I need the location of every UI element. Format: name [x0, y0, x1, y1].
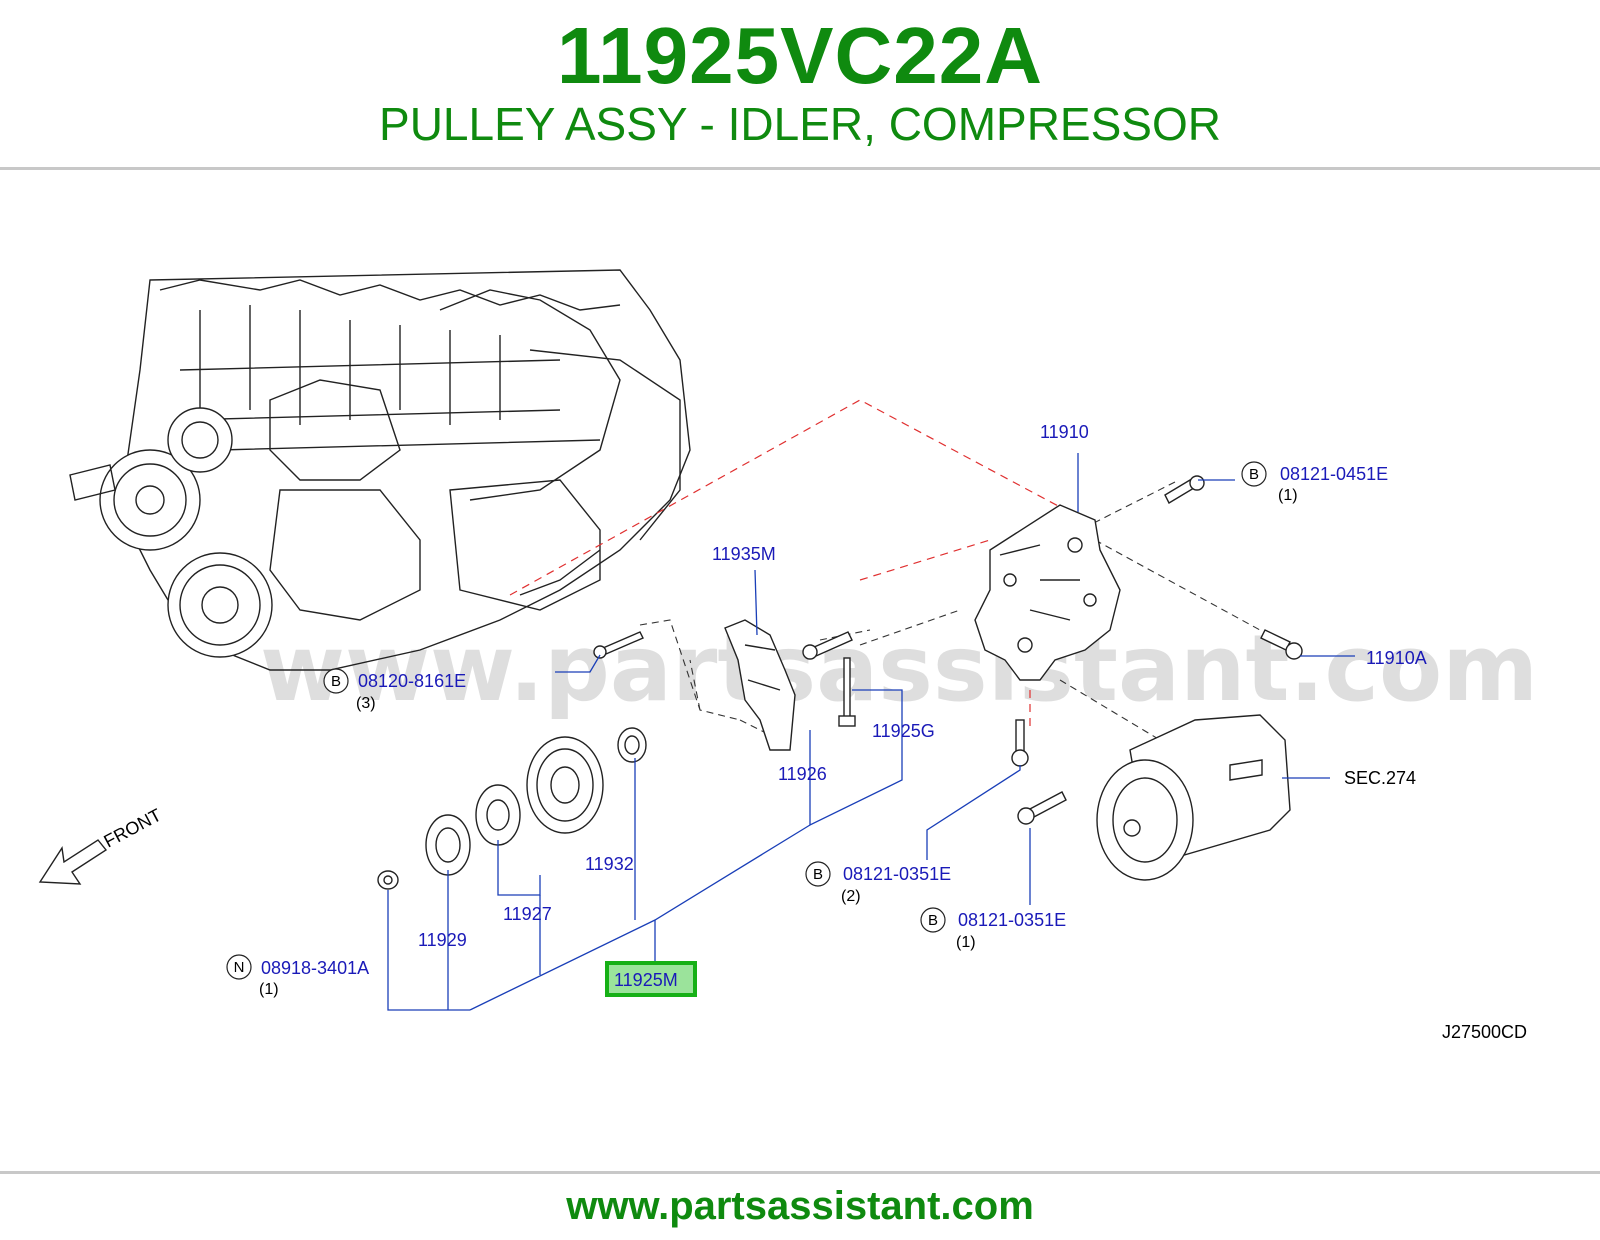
page-header: 11925VC22A PULLEY ASSY - IDLER, COMPRESS…: [0, 0, 1600, 170]
badge-letter: N: [234, 959, 245, 976]
callout-11926[interactable]: 11926: [778, 764, 827, 784]
idler-bracket: [724, 619, 796, 751]
bolt-through: [802, 631, 853, 660]
badge-letter: B: [331, 673, 341, 690]
badge-b-icon: [805, 861, 831, 887]
bolt-08121-0351E-lower: [1017, 791, 1067, 825]
callout-08121-0451E[interactable]: 08121-0451E: [1280, 464, 1388, 484]
qty-08121-0351E-b: (1): [956, 934, 976, 951]
leader-lines: [387, 453, 1355, 1011]
front-label: FRONT: [100, 805, 164, 852]
qty-08121-0451E: (1): [1278, 487, 1298, 504]
bolt-08121-0451E: [1164, 475, 1205, 504]
highlight-box: [605, 961, 697, 997]
callout-11925G[interactable]: 11925G: [872, 721, 935, 741]
callout-08918-3401A[interactable]: 08918-3401A: [261, 958, 369, 978]
callout-sec274[interactable]: SEC.274: [1344, 768, 1416, 788]
bolt-08120-8161E: [593, 631, 644, 659]
callout-08120-8161E[interactable]: 08120-8161E: [358, 671, 466, 691]
qty-08918-3401A: (1): [259, 981, 279, 998]
part-number-title: 11925VC22A: [557, 11, 1043, 100]
watermark: www.partsassistant.com: [260, 615, 1538, 722]
qty-08121-0351E-a: (2): [841, 888, 861, 905]
badge-letter: B: [1249, 466, 1259, 483]
badge-b-icon: [920, 907, 946, 933]
pulley-parts: [377, 727, 647, 890]
callout-11927[interactable]: 11927: [503, 904, 552, 924]
part-description: PULLEY ASSY - IDLER, COMPRESSOR: [379, 98, 1221, 150]
compressor-bracket: [974, 504, 1121, 681]
badge-n-icon: [226, 954, 252, 980]
parts-diagram: www.partsassistant.com: [38, 269, 1538, 1042]
diagram-code: J27500CD: [1442, 1022, 1527, 1042]
front-arrow: FRONT: [38, 805, 165, 885]
callout-11925M-highlighted[interactable]: 11925M: [614, 970, 678, 990]
badge-b-icon: [1241, 461, 1267, 487]
stud-11925G: [838, 657, 856, 727]
callout-11929[interactable]: 11929: [418, 930, 467, 950]
engine-illustration: [69, 269, 691, 671]
callout-11935M[interactable]: 11935M: [712, 544, 776, 564]
badge-letter: B: [928, 912, 938, 929]
bolt-11910A: [1260, 629, 1303, 660]
callout-11932[interactable]: 11932: [585, 854, 634, 874]
qty-08120-8161E: (3): [356, 695, 376, 712]
header-divider: [0, 167, 1600, 170]
badge-b-icon: [323, 668, 349, 694]
bolt-08121-0351E-upper: [1011, 719, 1029, 767]
callout-11910[interactable]: 11910: [1040, 422, 1089, 442]
callout-08121-0351E-b[interactable]: 08121-0351E: [958, 910, 1066, 930]
callout-08121-0351E-a[interactable]: 08121-0351E: [843, 864, 951, 884]
callout-11910A[interactable]: 11910A: [1366, 648, 1427, 668]
footer-divider: [0, 1171, 1600, 1174]
footer-url[interactable]: www.partsassistant.com: [566, 1184, 1034, 1228]
compressor: [1096, 714, 1291, 881]
badge-letter: B: [813, 866, 823, 883]
callouts: 11910 B 08121-0451E (1) 11935M 11910A B …: [226, 422, 1527, 1042]
